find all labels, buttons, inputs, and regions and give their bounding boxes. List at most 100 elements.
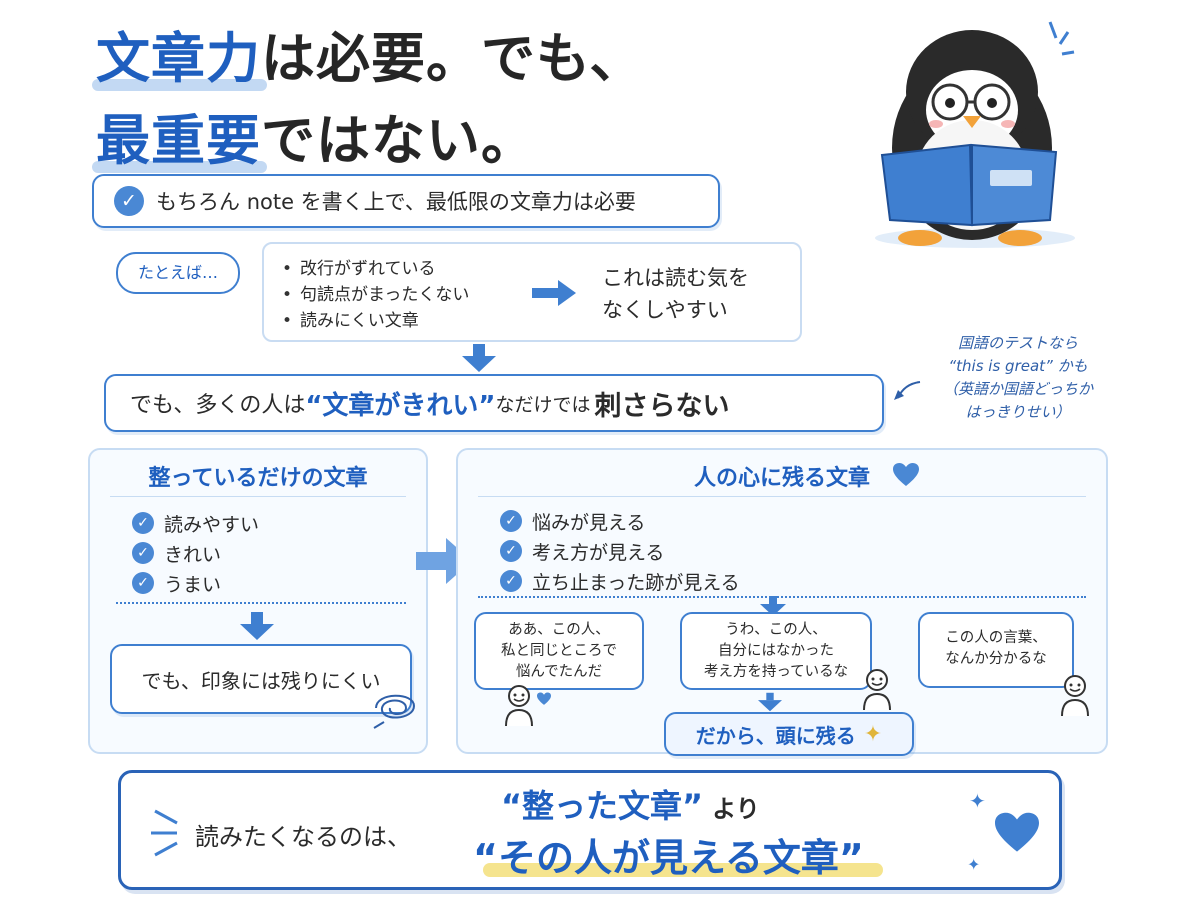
example-label: たとえば… [137,263,218,282]
example-item: 句読点がまったくない [282,282,469,308]
right-panel: 人の心に残る文章 ✓ 悩みが見える ✓ 考え方が見える ✓ 立ち止まった跡が見える [456,448,1108,754]
arrow-down-icon [758,692,782,712]
emphasis-lines-icon [151,809,178,857]
right-panel-title: 人の心に残る文章 [693,466,870,491]
conclusion-text: だから、頭に残る [695,723,856,748]
penguin-illustration [875,21,1075,248]
check-item-label: きれい [164,543,222,566]
check-item-label: 読みやすい [164,513,260,536]
bubble-line: この人の言葉、 [945,630,1047,646]
check-item-label: 考え方が見える [532,541,665,564]
example-item: 改行がずれている [282,256,469,282]
side-note-line: はっきりせい） [965,403,1071,421]
sparkle-icon: ✦ [863,721,883,747]
side-note: 国語のテストなら “this is great” かも （英語か国語どっちか は… [920,332,1116,424]
speech-bubble: この人の言葉、 なんか分かるな [918,612,1074,688]
hand-arrow-icon [894,381,921,400]
premise-box: ✓ もちろん note を書く上で、最低限の文章力は必要 [92,174,720,228]
speech-bubble: うわ、この人、 自分にはなかった 考え方を持っているな [680,612,872,690]
bubble-line: ああ、この人、 [508,622,610,638]
title-line-2: 最重要ではない。 [92,96,536,175]
side-note-line: （英語か国語どっちか [942,380,1093,398]
check-item: ✓ うまい [132,568,259,598]
person-icon [863,669,891,711]
but-prefix: でも、多くの人は [130,393,306,418]
but-quoted: “文章がきれい” [305,390,496,421]
check-item: ✓ 立ち止まった跡が見える [500,566,740,596]
bubble-line: なんか分かるな [945,651,1047,667]
example-result-line: なくしやすい [602,298,728,322]
check-circle-icon: ✓ [114,186,144,216]
bubble-line: 考え方を持っているな [703,664,849,680]
side-note-line: “this is great” かも [948,357,1088,375]
title-line-1: 文章力は必要。でも、 [92,14,645,93]
title-rest-2: ではない。 [261,109,536,172]
check-item-label: 悩みが見える [532,511,646,534]
bottom-highlight [483,863,883,877]
speech-bubble: ああ、この人、 私と同じところで 悩んでたんだ [474,612,644,690]
check-item: ✓ 考え方が見える [500,536,740,566]
bubble-line: 自分にはなかった [718,643,834,659]
example-box: 改行がずれている 句読点がまったくない 読みにくい文章 これは読む気を なくしや… [262,242,802,342]
but-box: でも、多くの人は “文章がきれい” なだけでは 刺さらない [104,374,884,432]
bubble-line: 私と同じところで [501,643,617,659]
check-circle-icon: ✓ [500,570,522,592]
check-circle-icon: ✓ [132,572,154,594]
heart-icon [537,692,551,705]
premise-text: もちろん note を書く上で、最低限の文章力は必要 [156,186,636,216]
person-icon [1061,675,1089,717]
title-highlight-2: 最重要 [92,96,267,175]
title-rest-1: は必要。でも、 [261,27,645,90]
left-panel-result-text: でも、印象には残りにくい [141,668,381,693]
premise-after: を書く上で、最低限の文章力は必要 [294,190,636,214]
left-panel-checks: ✓ 読みやすい ✓ きれい ✓ うまい [132,508,259,598]
left-panel-title: 整っているだけの文章 [148,466,368,491]
right-panel-divider [478,596,1086,598]
arrow-down-icon [240,612,274,640]
person-icon [505,685,533,727]
premise-note: note [246,190,294,214]
check-item: ✓ 悩みが見える [500,506,740,536]
check-circle-icon: ✓ [500,510,522,532]
example-item: 読みにくい文章 [282,308,469,334]
bottom-suffix: より [712,795,760,823]
left-panel-result: でも、印象には残りにくい [110,644,412,714]
left-panel: 整っているだけの文章 ✓ 読みやすい ✓ きれい ✓ うまい でも、印象には残りにくい [88,448,428,754]
check-item-label: うまい [164,573,222,596]
bubble-line: 悩んでたんだ [515,664,603,680]
sparkle-icon: ✦ [969,789,986,813]
example-result-line: これは読む気を [602,266,749,290]
bottom-lead: 読みたくなるのは、 [195,823,411,851]
title-highlight-1: 文章力 [92,14,267,93]
right-panel-title-rule [478,496,1086,497]
side-note-line: 国語のテストなら [957,334,1078,352]
bottom-box: 読みたくなるのは、 “整った文章” より “その人が見える文章” ✦ ✦ [118,770,1062,890]
but-middle: なだけでは [495,393,591,416]
check-item: ✓ 読みやすい [132,508,259,538]
check-item-label: 立ち止まった跡が見える [532,571,740,594]
but-emphasis: 刺さらない [594,390,730,422]
bottom-line-2: “その人が見える文章” [473,836,864,880]
premise-before: もちろん [156,190,247,214]
example-list: 改行がずれている 句読点がまったくない 読みにくい文章 [282,256,469,334]
heart-icon [995,812,1039,852]
arrow-down-icon [462,344,496,372]
example-result: これは読む気を なくしやすい [602,262,749,326]
check-circle-icon: ✓ [500,540,522,562]
check-item: ✓ きれい [132,538,259,568]
check-circle-icon: ✓ [132,542,154,564]
left-panel-divider [116,602,406,604]
scribble-icon [373,694,416,729]
heart-icon [893,463,919,486]
conclusion-box: だから、頭に残る ✦ [664,712,914,756]
example-label-bubble: たとえば… [116,252,240,294]
left-panel-title-rule [110,496,406,497]
bottom-line-1: “整った文章” より [501,781,760,827]
right-panel-checks: ✓ 悩みが見える ✓ 考え方が見える ✓ 立ち止まった跡が見える [500,506,740,596]
arrow-right-icon [532,280,576,306]
check-circle-icon: ✓ [132,512,154,534]
bubble-line: うわ、この人、 [725,622,827,638]
arrow-down-icon [760,596,786,616]
sparkle-icon: ✦ [967,855,981,874]
bottom-quote-1: “整った文章” [501,787,704,825]
